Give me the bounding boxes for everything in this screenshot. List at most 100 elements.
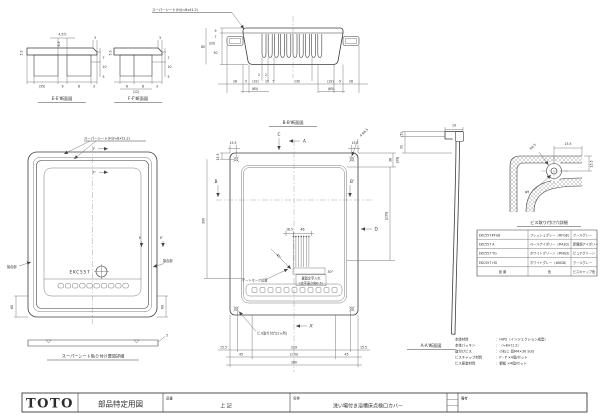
mat-value-2: ：小ねじ 皿M4×30 SUS bbox=[496, 349, 534, 354]
plan-dim-60r: 60 bbox=[161, 305, 165, 309]
gate-note: ゲートマーク位置 bbox=[242, 278, 268, 283]
bb-dim-80: 80 bbox=[201, 45, 205, 49]
joint-note-right: 接合部 bbox=[163, 258, 173, 263]
plan-dim-60l: 60 bbox=[10, 305, 14, 309]
ff-dim-53: 5.3 bbox=[109, 50, 113, 55]
mat-value-1: ：（≒8×t1.2） bbox=[496, 343, 521, 348]
ff-dim-10: 10 bbox=[168, 65, 172, 69]
supersheet-note-top: スーパーシート(H)(≒8×t1.2) bbox=[152, 7, 199, 12]
cell-cap-2: ピュアグリーン bbox=[573, 251, 595, 256]
mark-e: E bbox=[139, 236, 141, 240]
cell-color-0: フレッシュグレー（#FG8） bbox=[530, 232, 571, 237]
ff-dim-8: 8 bbox=[142, 85, 144, 89]
mat-value-0: ：HIPS（インジェクション成型） bbox=[496, 337, 548, 342]
ee-dim-hole: 4.5穴 bbox=[58, 32, 67, 37]
mark-f2: F' bbox=[93, 171, 96, 175]
ff-dim-6: 6 bbox=[126, 85, 128, 89]
cell-cap-3: クールグレー bbox=[573, 260, 592, 265]
bb-right-tab bbox=[342, 36, 360, 46]
bb-dim-28r: 28 bbox=[349, 80, 353, 84]
mark-a: A bbox=[303, 139, 306, 144]
bb-dim-130: 130 bbox=[294, 80, 300, 84]
plan-model-text: EKC557 bbox=[70, 270, 91, 275]
box-angle-note: 30° bbox=[328, 270, 334, 274]
mark-c: C bbox=[278, 132, 281, 137]
remarks-label: 備考 bbox=[461, 396, 468, 401]
bb-left-tab bbox=[226, 36, 244, 46]
center-rib-lines bbox=[292, 235, 310, 267]
mat-label-0: 本体材質 bbox=[455, 337, 469, 342]
table-row: EKC557 YG ホワイトグリーン（#NG3） ピュアグリーン bbox=[479, 251, 595, 256]
bb-dim-65r: (65) bbox=[328, 87, 335, 91]
cell-color-3: ホワイトグレー（#NG8） bbox=[530, 260, 568, 265]
bb-dim-28l: 28 bbox=[233, 80, 237, 84]
ee-dim-69: 6.9 bbox=[57, 41, 61, 46]
table-row: EKC557 HG ホワイトグレー（#NG8） クールグレー bbox=[479, 260, 592, 265]
cell-color-1: ペールアイボリー（#A1D） bbox=[530, 242, 571, 247]
bb-dim-32r: (32) bbox=[327, 80, 334, 84]
center-screw-holes bbox=[233, 156, 355, 312]
cell-color-2: ホワイトグリーン（#NG3） bbox=[530, 251, 571, 256]
joint-note-left: 接合部 bbox=[7, 264, 17, 269]
bb-dim-50: 50 bbox=[213, 51, 217, 55]
molded-text-box bbox=[292, 267, 326, 275]
c-dim-300: 300 bbox=[202, 218, 206, 224]
ff-dim-12: (12) bbox=[133, 90, 140, 94]
bb-dim-32l: (32) bbox=[252, 80, 259, 84]
bb-dim-5l: 5 bbox=[245, 80, 247, 84]
cell-code-4: 品 番 bbox=[499, 269, 507, 274]
bb-body-outline bbox=[242, 27, 344, 65]
ee-dim-7: 7 bbox=[103, 56, 105, 60]
bb-dim-2a: 2 bbox=[258, 73, 260, 77]
mark-f: F bbox=[93, 147, 95, 151]
table-row: EKC557 A ペールアイボリー（#A1D） 新階調アイボリー bbox=[479, 242, 598, 247]
back-letter-note-box bbox=[295, 274, 327, 287]
mark-d: D bbox=[375, 227, 378, 232]
part-no-value: 上 記 bbox=[220, 403, 232, 410]
mat-label-1: 本体パッキン bbox=[455, 343, 476, 348]
detail-dim-r65: R6.5 bbox=[529, 143, 537, 151]
cell-code-3: EKC557 HG bbox=[479, 261, 498, 265]
detail-dim-phi9: φ9 bbox=[525, 190, 529, 194]
mat-label-3: ビスキャップ材質 bbox=[455, 355, 483, 360]
c-dim-170: (170) bbox=[290, 353, 299, 357]
c-dim-46: 46 bbox=[300, 228, 304, 232]
ff-plate-outline bbox=[113, 47, 163, 56]
bb-dim-2b: 2 bbox=[265, 73, 267, 77]
ee-plate-outline bbox=[26, 47, 98, 56]
back-letter-note-2: (文字深さ約0.5) bbox=[299, 280, 323, 285]
c-dim-155tl: 15.5 bbox=[229, 141, 236, 145]
center-grip-slots bbox=[251, 287, 338, 293]
supersheet-strip: 5 スーパーシート貼り付け要領詳細 bbox=[27, 334, 168, 361]
cell-code-1: EKC557 A bbox=[479, 243, 495, 247]
c-dim-155bl: 15.5 bbox=[220, 346, 227, 350]
back-letter-note-1: 裏面文字入れ bbox=[301, 275, 321, 280]
c-dim-45r: 45 bbox=[344, 353, 348, 357]
mat-label-4: ビス座金材質 bbox=[455, 361, 476, 366]
ff-dim-3: 3 bbox=[159, 36, 161, 40]
section-ee-label: E-E'断面図 bbox=[52, 95, 73, 102]
mat-label-2: 取付けビス bbox=[455, 349, 473, 354]
ee-dim-3: 3 bbox=[94, 36, 96, 40]
c-dim-229: 229 bbox=[291, 346, 297, 350]
c-dim-36: 36 bbox=[389, 158, 393, 162]
cell-code-2: EKC557 YG bbox=[479, 252, 497, 256]
cell-color-4: 色 bbox=[548, 269, 552, 274]
screw-hole-note: ビス取り付穴(2ヶ所) bbox=[257, 331, 287, 336]
strip-body bbox=[27, 339, 159, 347]
bb-dim-9: 9 bbox=[214, 29, 216, 33]
plan-grip-slots bbox=[57, 283, 129, 289]
c-dim-235: (235) bbox=[385, 212, 389, 221]
bb-dim-5c: 5 bbox=[272, 80, 274, 84]
bb-dim-20: (20) bbox=[209, 42, 216, 46]
corner-r-note: 4-R6.5 bbox=[359, 127, 369, 137]
aa-panel bbox=[451, 141, 460, 335]
mark-e2: E' bbox=[160, 236, 163, 240]
c-dim-45l: 45 bbox=[239, 353, 243, 357]
detail-outer-band bbox=[510, 156, 582, 212]
section-aa-label: A-A'断面図 bbox=[421, 342, 442, 349]
bb-ribs bbox=[261, 34, 323, 58]
mat-value-3: ：P・P ×4個/セット bbox=[496, 355, 528, 360]
